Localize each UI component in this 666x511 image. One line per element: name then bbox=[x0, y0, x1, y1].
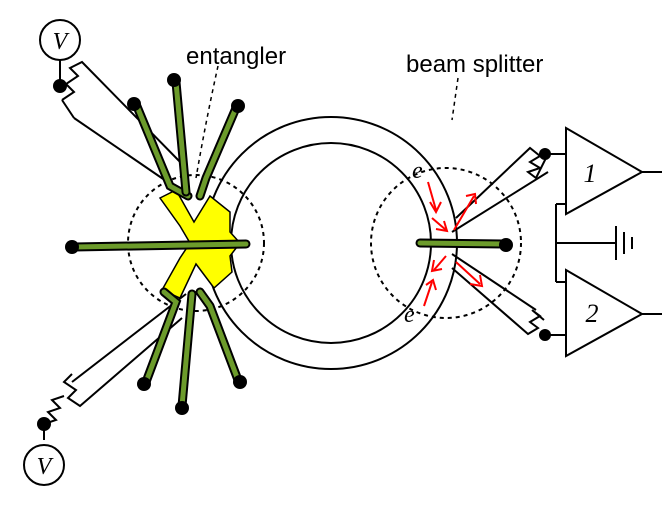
ground-symbol bbox=[555, 203, 633, 283]
gate-top-3 bbox=[195, 99, 245, 201]
entangler-region bbox=[127, 174, 265, 312]
entangler-leader bbox=[195, 65, 219, 179]
voltage-source-top: V bbox=[39, 19, 81, 93]
voltage-label-top: V bbox=[53, 29, 70, 55]
voltage-source-bottom: V bbox=[23, 417, 65, 486]
lower-right-lead bbox=[451, 253, 545, 336]
lower-left-lead bbox=[43, 293, 187, 440]
electron-arrows bbox=[423, 181, 484, 307]
beam-splitter-region bbox=[370, 167, 522, 319]
gate-bottom-1 bbox=[137, 287, 182, 391]
electron-label-top: e bbox=[412, 158, 423, 184]
ring-inner bbox=[230, 142, 432, 344]
upper-right-lead bbox=[451, 146, 549, 233]
gate-bottom-3 bbox=[195, 287, 247, 389]
entangler-label: entangler bbox=[186, 43, 286, 70]
entangler-gates bbox=[65, 73, 251, 415]
detector-2: 2 bbox=[545, 268, 662, 358]
beam-splitter-label: beam splitter bbox=[406, 51, 543, 78]
detector-2-label: 2 bbox=[586, 299, 599, 328]
beam-splitter-gate bbox=[415, 238, 513, 252]
beam-splitter-leader bbox=[451, 77, 459, 121]
gate-middle bbox=[65, 239, 251, 254]
electron-label-bottom: e bbox=[404, 302, 415, 328]
detector-1: 1 bbox=[545, 126, 662, 216]
gate-bottom-2 bbox=[175, 289, 197, 415]
detector-1-label: 1 bbox=[584, 159, 597, 188]
voltage-label-bottom: V bbox=[37, 454, 54, 480]
gate-top-2 bbox=[167, 73, 191, 197]
